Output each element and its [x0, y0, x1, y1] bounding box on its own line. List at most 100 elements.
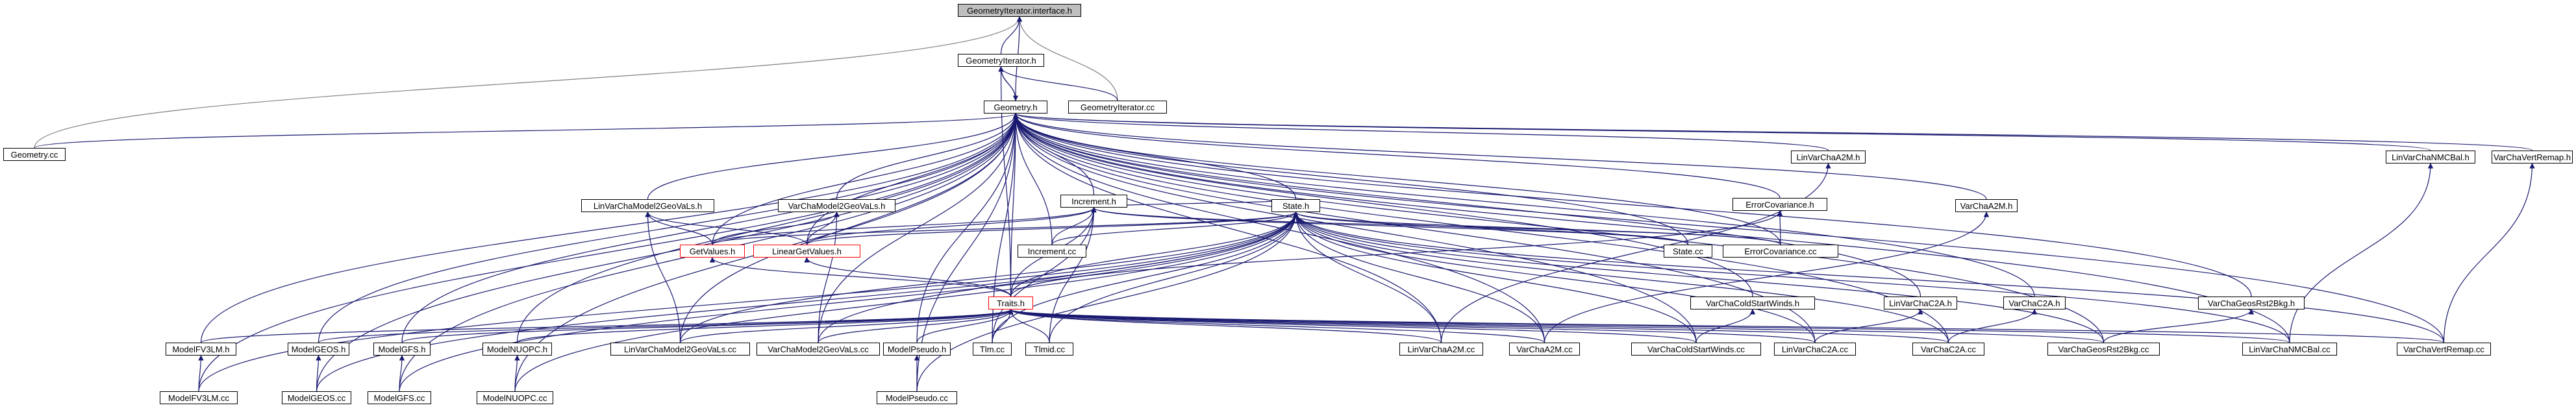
edge-vcvrcc-to-tr [1008, 309, 2445, 343]
edge-lca2mcc-to-st [1293, 212, 1442, 343]
edge-gvh-to-lcm2g [645, 212, 713, 245]
edge-vcm2g-to-geo [836, 113, 1019, 200]
edge-mgeoscc-to-geo [316, 113, 1019, 392]
edge-tlmcc-to-st [992, 212, 1299, 343]
edge-mgfsh-to-geo [401, 113, 1019, 343]
graph-node-tlmcc[interactable]: Tlm.cc [973, 343, 1012, 356]
edge-tr-to-gvh [709, 257, 1012, 297]
edge-mpcc-to-st [916, 212, 1299, 392]
graph-node-vcgr2cc[interactable]: VarChaGeosRst2Bkg.cc [2047, 343, 2160, 356]
edge-vc2ah-to-geo [1012, 113, 2035, 297]
graph-node-tlmidcc[interactable]: Tlmid.cc [1025, 343, 1073, 356]
graph-node-eccc[interactable]: ErrorCovariance.cc [1723, 245, 1838, 258]
graph-node-gih[interactable]: GeometryIterator.h [958, 54, 1044, 67]
graph-node-vc2acc[interactable]: VarChaC2A.cc [1912, 343, 1984, 356]
graph-node-vcm2gcc[interactable]: VarChaModel2GeoVaLs.cc [757, 343, 880, 356]
edge-vcgr2cc-to-vcgr2h [2103, 309, 2255, 343]
edge-vca2mcc-to-tr [1008, 309, 1545, 343]
graph-node-mgfsh[interactable]: ModelGFS.h [373, 343, 431, 356]
edge-lc2acc-to-lc2ah [1814, 309, 1923, 343]
edge-mgeosh-to-tr [318, 309, 1014, 343]
graph-node-gii[interactable]: GeometryIterator.interface.h [958, 4, 1081, 17]
graph-node-geo[interactable]: Geometry.h [984, 101, 1047, 114]
graph-node-vccswh[interactable]: VarChaColdStartWinds.h [1690, 297, 1815, 309]
graph-node-geocc[interactable]: Geometry.cc [3, 148, 66, 161]
graph-node-mnuh[interactable]: ModelNUOPC.h [482, 343, 552, 356]
edge-mgfsh-to-tr [401, 309, 1014, 343]
edge-vca2m-to-geo [1012, 113, 1987, 200]
edge-lc2acc-to-tr [1008, 309, 1816, 343]
edge-lca2mcc-to-lca2m [1440, 163, 1831, 343]
graph-node-mfv3cc[interactable]: ModelFV3LM.cc [160, 391, 238, 404]
edge-vca2mcc-to-vca2m [1544, 212, 1990, 343]
graph-node-mgeoscc[interactable]: ModelGEOS.cc [282, 391, 351, 404]
edge-vccswcc-to-geo [1012, 113, 1697, 343]
graph-node-lc2acc[interactable]: LinVarChaC2A.cc [1774, 343, 1856, 356]
graph-node-gvh[interactable]: GetValues.h [680, 245, 745, 258]
edge-tr-to-ech [1010, 210, 1783, 297]
graph-node-st[interactable]: State.h [1271, 199, 1320, 212]
edge-lcm2gcc-to-geo [679, 113, 1019, 343]
graph-node-vcgr2h[interactable]: VarChaGeosRst2Bkg.h [2198, 297, 2305, 309]
edge-tlmidcc-to-st [1049, 212, 1299, 343]
edge-lc2acc-to-st [1293, 212, 1816, 343]
edge-vcvr-to-geo [1013, 113, 2533, 151]
edge-vcm2gcc-to-tr [818, 309, 1014, 343]
graph-node-lca2m[interactable]: LinVarChaA2M.h [1791, 151, 1866, 164]
graph-node-vcvr[interactable]: VarChaVertRemap.h [2492, 151, 2573, 164]
graph-node-gicc[interactable]: GeometryIterator.cc [1068, 101, 1167, 114]
graph-node-lcm2g[interactable]: LinVarChaModel2GeoVaLs.h [581, 199, 714, 212]
edge-lcm2g-to-geo [647, 113, 1019, 200]
graph-node-vc2ah[interactable]: VarChaC2A.h [2003, 297, 2066, 309]
graph-node-inccc[interactable]: Increment.cc [1018, 245, 1086, 258]
edge-lc2ah-to-geo [1012, 113, 1921, 297]
edge-lgvh-to-inc [806, 207, 1097, 245]
graph-node-lnmc[interactable]: LinVarChaNMCBal.h [2386, 151, 2475, 164]
graph-node-lnmccc[interactable]: LinVarChaNMCBal.cc [2242, 343, 2337, 356]
graph-node-ech[interactable]: ErrorCovariance.h [1732, 198, 1827, 211]
graph-node-lc2ah[interactable]: LinVarChaC2A.h [1884, 297, 1957, 309]
edge-lca2mcc-to-tr [1008, 309, 1442, 343]
edge-mph-to-geo [916, 113, 1019, 343]
edge-mnuh-to-geo [516, 113, 1019, 343]
graph-node-mpcc[interactable]: ModelPseudo.cc [877, 391, 957, 404]
graph-node-lca2mcc[interactable]: LinVarChaA2M.cc [1399, 343, 1483, 356]
edge-geocc-to-gii [34, 16, 1023, 149]
graph-node-lgvh[interactable]: LinearGetValues.h [753, 245, 860, 258]
edge-mgeosh-to-geo [318, 113, 1019, 343]
edge-vcvrcc-to-st [1293, 212, 2445, 343]
graph-node-inc[interactable]: Increment.h [1060, 195, 1127, 208]
graph-node-vca2m[interactable]: VarChaA2M.h [1955, 199, 2018, 212]
edge-vc2acc-to-tr [1008, 309, 1949, 343]
graph-node-vcvrcc[interactable]: VarChaVertRemap.cc [2397, 343, 2491, 356]
graph-node-stcc[interactable]: State.cc [1664, 245, 1712, 258]
edge-tr-to-st [1010, 212, 1299, 297]
edge-gicc-to-gii [1016, 16, 1118, 101]
graph-node-vcm2g[interactable]: VarChaModel2GeoVaLs.h [778, 199, 895, 212]
edge-gih-to-gii [1000, 16, 1023, 55]
edge-vcvrcc-to-vcvr [2443, 163, 2535, 343]
edge-mgfscc-to-mgfsh [399, 355, 405, 392]
graph-node-mnucc[interactable]: ModelNUOPC.cc [477, 391, 553, 404]
graph-node-mgeosh[interactable]: ModelGEOS.h [288, 343, 349, 356]
edge-lgvh-to-lcm2g [645, 212, 808, 245]
edge-lnmccc-to-tr [1008, 309, 2290, 343]
edge-mnucc-to-mnuh [514, 355, 520, 392]
graph-node-tr[interactable]: Traits.h [988, 297, 1033, 309]
graph-node-lcm2gcc[interactable]: LinVarChaModel2GeoVaLs.cc [610, 343, 750, 356]
graph-node-mgfscc[interactable]: ModelGFS.cc [368, 391, 431, 404]
edge-eccc-to-geo [1012, 113, 1781, 245]
graph-node-vca2mcc[interactable]: VarChaA2M.cc [1509, 343, 1580, 356]
edge-gicc-to-gih [998, 66, 1118, 101]
edge-mfv3cc-to-geo [198, 113, 1019, 392]
graph-node-mph[interactable]: ModelPseudo.h [883, 343, 951, 356]
edge-mgeoscc-to-st [316, 212, 1299, 392]
edge-gvh-to-vcm2g [712, 212, 840, 245]
edge-lgvh-to-st [806, 212, 1299, 245]
graph-node-vccswcc[interactable]: VarChaColdStartWinds.cc [1631, 343, 1761, 356]
edge-tr-to-geo [1010, 113, 1019, 297]
graph-node-mfv3h[interactable]: ModelFV3LM.h [166, 343, 236, 356]
edge-mgfscc-to-st [399, 212, 1299, 392]
